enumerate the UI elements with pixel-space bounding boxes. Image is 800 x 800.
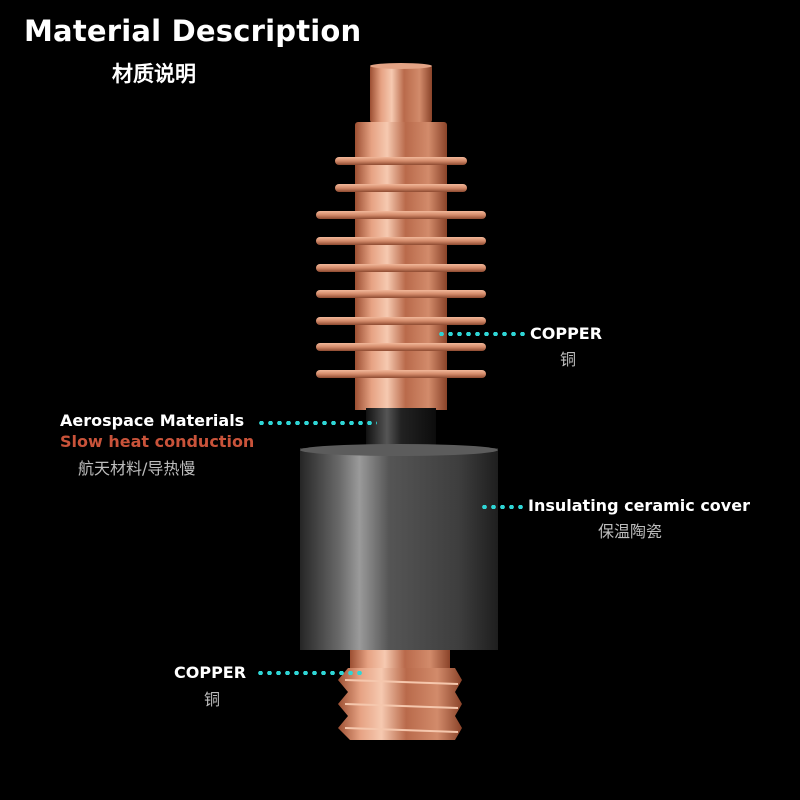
- leader-line-copper-bottom: [256, 671, 366, 675]
- page-subtitle: 材质说明: [112, 62, 196, 86]
- copper-top-tube: [370, 63, 432, 123]
- callout-copper-top-label-cn: 铜: [560, 350, 577, 369]
- callout-aerospace-label-cn: 航天材料/导热慢: [78, 459, 196, 478]
- callout-copper-bottom-label: COPPER: [174, 663, 247, 682]
- threaded-nozzle-end: [338, 650, 462, 740]
- callout-copper-top-label: COPPER: [530, 324, 603, 343]
- copper-collar: [355, 122, 447, 162]
- callout-aerospace-label: Aerospace Materials: [60, 411, 245, 430]
- copper-heatsink-body: [355, 160, 447, 410]
- callout-ceramic-label: Insulating ceramic cover: [528, 496, 750, 515]
- ceramic-cover: [300, 444, 498, 650]
- callout-aerospace-sublabel: Slow heat conduction: [60, 432, 255, 451]
- leader-line-copper-top: [437, 332, 525, 336]
- leader-line-ceramic: [480, 505, 525, 509]
- page-title: Material Description: [24, 14, 362, 48]
- callout-copper-bottom-label-cn: 铜: [204, 690, 221, 709]
- leader-line-aerospace: [257, 421, 377, 425]
- callout-ceramic-label-cn: 保温陶瓷: [598, 522, 663, 541]
- heatsink-fins: [316, 157, 486, 378]
